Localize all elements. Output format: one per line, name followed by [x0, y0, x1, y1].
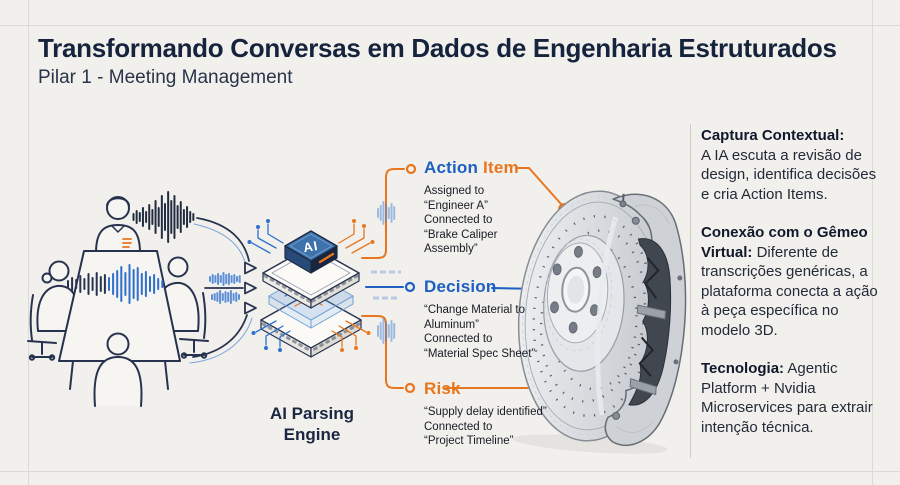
chip-ai-label: AI [302, 238, 319, 255]
ai-parsing-engine-label: AI Parsing Engine [269, 404, 355, 444]
action-item-label: Action Item [424, 158, 554, 178]
note-body: Diferente de transcrições genéricas, a p… [701, 243, 878, 339]
risk-label: Risk [424, 379, 461, 398]
note-heading: Tecnologia: [701, 360, 785, 377]
mini-waveform-bottom [211, 290, 240, 304]
node-circle [404, 382, 416, 394]
output-action-item: Action Item Assigned to “Engineer A” Con… [424, 158, 554, 257]
note-heading: Conexão com o Gêmeo Virtual: [701, 224, 868, 261]
note-captura-contextual: Captura Contextual: A IA escuta a revisão… [701, 126, 881, 204]
page-subtitle: Pilar 1 - Meeting Management [38, 67, 293, 88]
note-tecnologia: Tecnologia: Agentic Platform + Nvidia Mi… [701, 359, 881, 437]
action-item-detail: Assigned to “Engineer A” Connected to “B… [424, 185, 498, 255]
ai-chip-illustration: AI [247, 219, 375, 358]
badge-icon [122, 238, 132, 248]
output-risk: Risk “Supply delay identified” Connected… [424, 379, 554, 449]
circuit-traces-blue-dots [247, 219, 282, 352]
action-item-label-word1: Action [424, 158, 479, 177]
page-title: Transformando Conversas em Dados de Enge… [38, 33, 837, 63]
sidebar-notes: Captura Contextual: A IA escuta a revisão… [701, 126, 881, 456]
output-decision: Decision “Change Material to Aluminum” C… [424, 277, 554, 361]
flow-arrows [189, 217, 257, 364]
signal-dashes-decision [371, 270, 401, 300]
brake-assembly-illustration [512, 190, 687, 454]
mini-waveform-top [209, 272, 241, 286]
action-item-label-word2: Item [483, 158, 519, 177]
note-heading: Captura Contextual: [701, 127, 845, 144]
circuit-traces-orange-dots [340, 219, 375, 352]
signal-smudge-bottom [377, 318, 396, 344]
decision-label: Decision [424, 277, 497, 296]
speech-waveform-dark [132, 191, 195, 243]
arrowhead-icon [244, 261, 257, 315]
circuit-traces-orange [331, 223, 371, 348]
note-conexao-gemeo: Conexão com o Gêmeo Virtual: Diferente d… [701, 223, 881, 340]
node-circle [405, 163, 417, 175]
node-circle [404, 281, 416, 293]
caliper [595, 193, 687, 447]
speech-waveform-table [67, 264, 164, 304]
note-body: A IA escuta a revisão de design, identif… [701, 146, 877, 203]
risk-detail: “Supply delay identified” Connected to “… [424, 406, 547, 447]
note-body: Agentic Platform + Nvidia Microservices … [701, 360, 873, 436]
circuit-traces-blue [251, 223, 291, 348]
signal-smudge-top [377, 201, 396, 225]
decision-detail: “Change Material to Aluminum” Connected … [424, 304, 536, 360]
